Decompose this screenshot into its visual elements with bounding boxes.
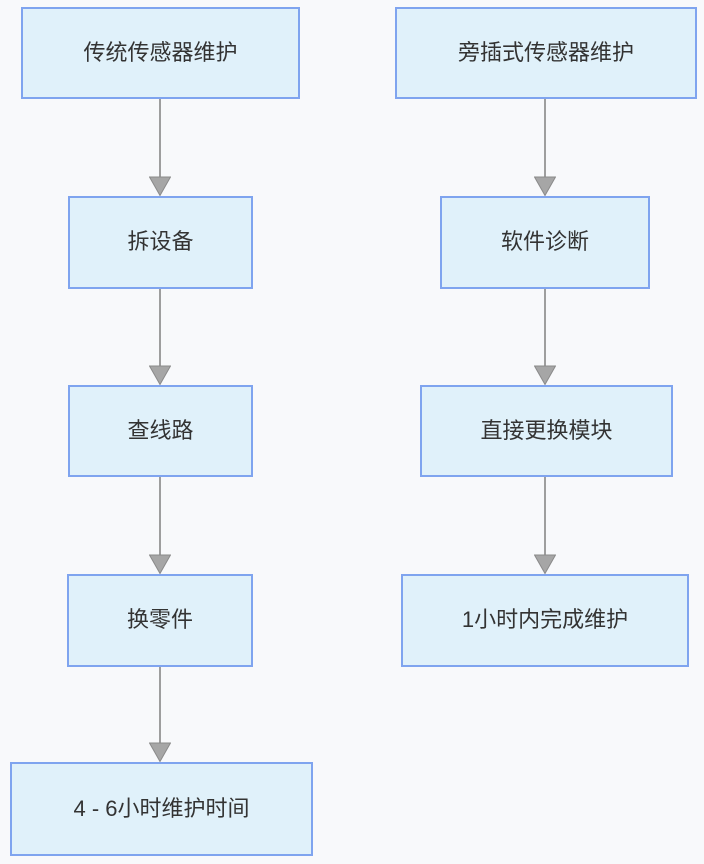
arrow-connector-down xyxy=(534,477,556,574)
node-4-6-hours-maintenance-time: 4 - 6小时维护时间 xyxy=(10,762,313,856)
arrow-connector-down xyxy=(534,289,556,385)
arrow-connector-down xyxy=(149,477,171,574)
arrow-connector-down xyxy=(149,667,171,762)
node-traditional-sensor-maintenance: 传统传感器维护 xyxy=(21,7,300,99)
node-check-wiring: 查线路 xyxy=(68,385,253,477)
arrow-connector-down xyxy=(534,99,556,196)
node-disassemble-equipment: 拆设备 xyxy=(68,196,253,289)
arrow-connector-down xyxy=(149,99,171,196)
node-replace-module-directly: 直接更换模块 xyxy=(420,385,673,477)
node-software-diagnosis: 软件诊断 xyxy=(440,196,650,289)
node-plugin-sensor-maintenance: 旁插式传感器维护 xyxy=(395,7,697,99)
node-replace-parts: 换零件 xyxy=(67,574,253,667)
arrow-connector-down xyxy=(149,289,171,385)
node-finish-within-1-hour: 1小时内完成维护 xyxy=(401,574,689,667)
